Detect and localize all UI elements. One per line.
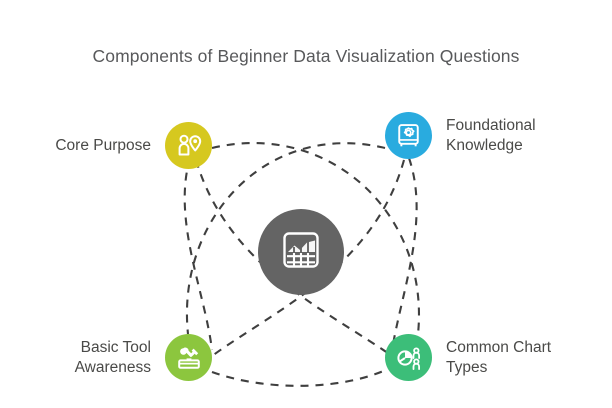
- center-node[interactable]: [258, 209, 344, 295]
- arc-foundational-knowledge-to-common-chart-types: [390, 157, 418, 351]
- node-foundational-knowledge[interactable]: Foundational Knowledge: [385, 112, 612, 159]
- node-label-basic-tool-awareness: Basic Tool Awareness: [74, 338, 151, 376]
- arc-core-purpose-to-basic-tool-awareness: [183, 157, 214, 351]
- arc-basic-tool-awareness-to-common-chart-types: [211, 367, 391, 387]
- node-core-purpose[interactable]: Core Purpose: [0, 122, 212, 169]
- toolbox-icon: [175, 344, 203, 372]
- node-basic-tool-awareness[interactable]: Basic Tool Awareness: [0, 334, 212, 381]
- chart-table-icon: [278, 227, 324, 278]
- node-label-core-purpose: Core Purpose: [55, 136, 151, 154]
- node-bubble-foundational-knowledge[interactable]: [385, 112, 432, 159]
- node-bubble-common-chart-types[interactable]: [385, 334, 432, 381]
- pie-chart-people-icon: [395, 344, 423, 372]
- node-label-common-chart-types: Common Chart Types: [446, 338, 552, 376]
- node-bubble-core-purpose[interactable]: [165, 122, 212, 169]
- node-bubble-basic-tool-awareness[interactable]: [165, 334, 212, 381]
- people-location-icon: [175, 132, 203, 160]
- node-common-chart-types[interactable]: Common Chart Types: [385, 334, 612, 381]
- page-title: Components of Beginner Data Visualizatio…: [92, 46, 520, 66]
- node-label-foundational-knowledge: Foundational Knowledge: [446, 116, 536, 154]
- book-gear-icon: [395, 122, 422, 149]
